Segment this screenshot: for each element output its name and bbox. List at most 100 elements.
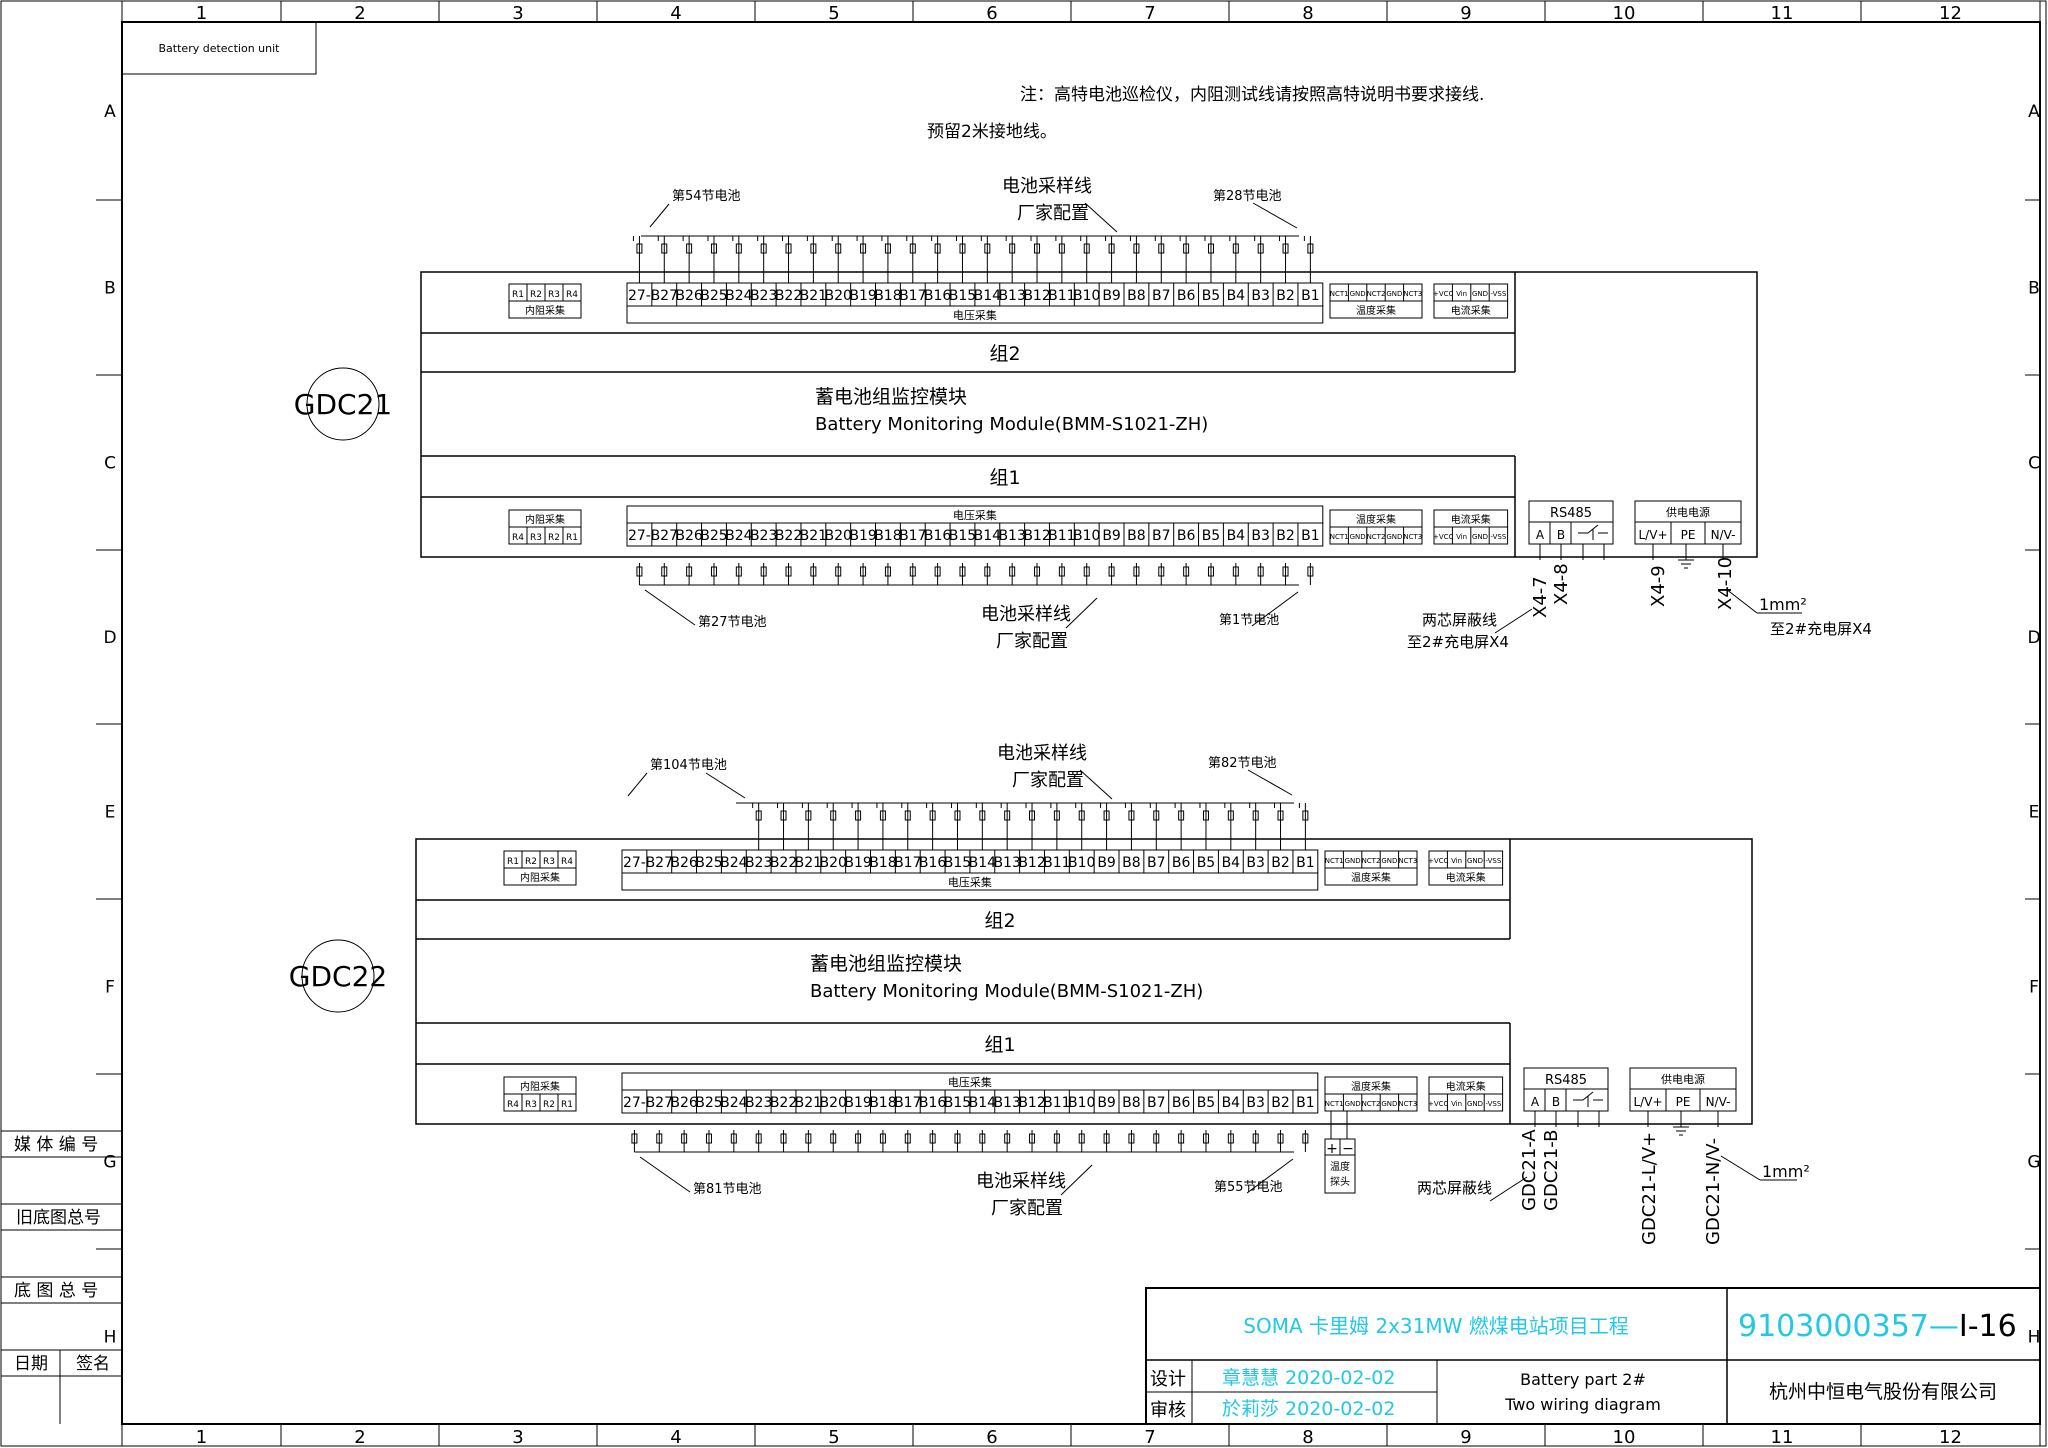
voltage-terminal: B12 bbox=[1023, 288, 1050, 304]
module-name-cn: 蓄电池组监控模块 bbox=[810, 953, 962, 975]
sensor-terminal: GND bbox=[1386, 290, 1402, 298]
voltage-terminal: B13 bbox=[998, 528, 1025, 544]
resistance-terminal: R3 bbox=[530, 533, 542, 543]
sensor-terminal: -VSS bbox=[1486, 1100, 1502, 1108]
resistance-terminal: R2 bbox=[525, 857, 537, 867]
voltage-terminal: B2 bbox=[1276, 288, 1295, 304]
resistance-terminal: R4 bbox=[566, 290, 578, 300]
voltage-terminal: B19 bbox=[849, 288, 876, 304]
shield-wire-label: 两芯屏蔽线 bbox=[1422, 611, 1497, 629]
sensor-terminal: GND bbox=[1467, 1100, 1483, 1108]
row-letter: H bbox=[2028, 1328, 2041, 1348]
voltage-terminal: B22 bbox=[775, 528, 802, 544]
voltage-terminal: B25 bbox=[700, 288, 727, 304]
group-1-label: 组1 bbox=[984, 1034, 1015, 1056]
rs485-destination: 至2#充电屏X4 bbox=[1407, 633, 1509, 651]
resistance-terminal: R3 bbox=[548, 290, 560, 300]
sensor-terminal: GND bbox=[1345, 1100, 1361, 1108]
note-line-1: 注：高特电池巡检仪，内阻测试线请按照高特说明书要求接线. bbox=[1020, 85, 1484, 105]
rs485-wire-label: GDC21-B bbox=[1541, 1130, 1562, 1211]
note-line-2: 预留2米接地线。 bbox=[927, 122, 1057, 142]
voltage-terminal: B2 bbox=[1271, 855, 1290, 871]
voltage-terminal: B22 bbox=[770, 855, 797, 871]
row-letter: G bbox=[103, 1153, 116, 1173]
voltage-terminal: B10 bbox=[1068, 855, 1095, 871]
factory-config-label: 厂家配置 bbox=[1012, 770, 1084, 791]
resistance-terminal: R1 bbox=[512, 290, 524, 300]
probe-label: 温度 bbox=[1330, 1160, 1350, 1173]
voltage-terminal: B6 bbox=[1172, 1095, 1191, 1111]
voltage-terminal: B27 bbox=[646, 1095, 673, 1111]
column-number: 11 bbox=[1771, 1427, 1794, 1448]
voltage-terminal: B4 bbox=[1222, 1095, 1241, 1111]
sensor-terminal: NCT2 bbox=[1367, 290, 1386, 298]
column-number: 6 bbox=[986, 3, 997, 24]
date-label: 日期 bbox=[14, 1354, 48, 1374]
voltage-terminal: B17 bbox=[899, 528, 926, 544]
voltage-terminal: B23 bbox=[745, 1095, 772, 1111]
sampling-line-label: 电池采样线 bbox=[976, 1171, 1066, 1192]
rs485-terminal: A bbox=[1536, 528, 1545, 542]
column-number: 1 bbox=[196, 1427, 207, 1448]
top-right-cell-label: 第28节电池 bbox=[1213, 189, 1282, 204]
power-caption: 供电电源 bbox=[1661, 1072, 1705, 1086]
sensor-terminal: NCT1 bbox=[1330, 533, 1349, 541]
sensor-terminal: GND bbox=[1472, 533, 1488, 541]
rs485-wire-label: X4-8 bbox=[1551, 563, 1572, 605]
power-wire-label: X4-10 bbox=[1715, 557, 1736, 610]
voltage-terminal: B7 bbox=[1152, 528, 1171, 544]
sensor-caption: 电流采集 bbox=[1451, 513, 1491, 526]
voltage-terminal: B10 bbox=[1073, 528, 1100, 544]
voltage-terminal: B26 bbox=[675, 288, 703, 304]
row-letter: E bbox=[105, 803, 116, 823]
voltage-terminal: B3 bbox=[1246, 1095, 1265, 1111]
column-number: 2 bbox=[354, 1427, 365, 1448]
row-letter: E bbox=[2029, 803, 2040, 823]
column-number: 2 bbox=[354, 3, 365, 24]
row-letter: F bbox=[105, 978, 115, 998]
voltage-terminal: B4 bbox=[1222, 855, 1241, 871]
power-wire-label: X4-9 bbox=[1648, 565, 1669, 607]
top-left-cell-label: 第54节电池 bbox=[672, 189, 741, 204]
shield-wire-label: 两芯屏蔽线 bbox=[1417, 1179, 1492, 1197]
column-number: 8 bbox=[1302, 1427, 1313, 1448]
voltage-terminal: B11 bbox=[1043, 1095, 1070, 1111]
resistance-terminal: R1 bbox=[566, 533, 578, 543]
sensor-caption: 温度采集 bbox=[1351, 871, 1391, 884]
voltage-terminal-strip: 27-B27B26B25B24B23B22B21B20B19B18B17B16B… bbox=[621, 1072, 1319, 1114]
sampling-line-label: 电池采样线 bbox=[981, 604, 1071, 625]
internal-caption: 内阻采集 bbox=[520, 1080, 560, 1093]
voltage-terminal: 27- bbox=[628, 288, 651, 304]
column-number: 1 bbox=[196, 3, 207, 24]
voltage-terminal: B10 bbox=[1068, 1095, 1095, 1111]
column-number: 5 bbox=[828, 1427, 839, 1448]
voltage-terminal: B18 bbox=[874, 288, 901, 304]
voltage-terminal: B15 bbox=[944, 1095, 971, 1111]
voltage-terminal: B8 bbox=[1122, 1095, 1141, 1111]
rs485-wire-label: GDC21-A bbox=[1519, 1129, 1540, 1211]
bottom-left-cell-label: 第81节电池 bbox=[693, 1182, 762, 1197]
factory-config-label: 厂家配置 bbox=[996, 631, 1068, 652]
voltage-terminal: B18 bbox=[874, 528, 901, 544]
probe-minus: − bbox=[1342, 1141, 1354, 1157]
rs485-wire-label: X4-7 bbox=[1530, 576, 1551, 618]
sensor-terminal: NCT1 bbox=[1325, 1100, 1344, 1108]
voltage-terminal: B5 bbox=[1197, 855, 1216, 871]
column-number: 6 bbox=[986, 1427, 997, 1448]
voltage-terminal-strip: 27-B27B26B25B24B23B22B21B20B19B18B17B16B… bbox=[621, 849, 1319, 891]
power-terminal: PE bbox=[1676, 1095, 1691, 1109]
drawing-number-suffix: I-16 bbox=[1959, 1309, 2017, 1344]
battery-sampling-wires bbox=[632, 235, 1314, 283]
power-terminal: L/V+ bbox=[1639, 528, 1668, 542]
internal-caption: 内阻采集 bbox=[525, 513, 565, 526]
row-letter: D bbox=[103, 628, 116, 648]
voltage-caption: 电压采集 bbox=[948, 875, 992, 889]
voltage-terminal: B15 bbox=[949, 528, 976, 544]
power-terminal: N/V- bbox=[1706, 1095, 1731, 1109]
voltage-terminal: B5 bbox=[1202, 528, 1221, 544]
